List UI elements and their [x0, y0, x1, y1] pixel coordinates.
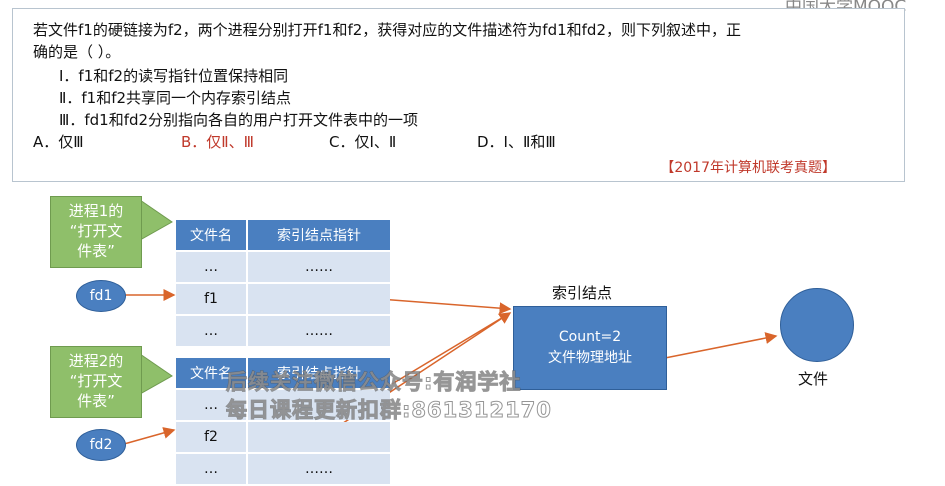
table-row: … …… [176, 252, 390, 282]
exam-source-tag: 【2017年计算机联考真题】 [660, 160, 836, 176]
table-cell: … [176, 390, 246, 420]
callout-2-line-3: 件表” [77, 392, 115, 410]
question-line-2: 确的是（ ）。 [33, 43, 121, 61]
table-row: f2 [176, 422, 390, 452]
process-1-open-file-table: 文件名 索引结点指针 … …… f1 … …… [174, 218, 392, 348]
process-1-callout: 进程1的 “打开文 件表” [50, 196, 142, 268]
table-row: … [176, 390, 390, 420]
choice-d: D．Ⅰ、Ⅱ和Ⅲ [477, 133, 556, 151]
callout-2-line-2: “打开文 [69, 372, 123, 390]
process-2-open-file-table: 文件名 索引结点指针 … f2 … …… [174, 356, 392, 486]
table-cell [248, 284, 390, 314]
table-cell: … [176, 252, 246, 282]
choice-c: C．仅Ⅰ、Ⅱ [329, 133, 397, 151]
arrow-table2-top-to-inode [391, 312, 511, 385]
callout-2-line-1: 进程2的 [68, 352, 124, 370]
choice-b: B．仅Ⅱ、Ⅲ [181, 133, 255, 151]
statement-2: Ⅱ．f1和f2共享同一个内存索引结点 [59, 89, 292, 107]
table-cell: …… [248, 252, 390, 282]
table-1-header-filename: 文件名 [176, 220, 246, 250]
callout-2-tail [139, 353, 173, 395]
inode-box: Count=2 文件物理地址 [513, 306, 667, 390]
table-cell: f2 [176, 422, 246, 452]
arrow-inode-to-file [664, 332, 778, 359]
callout-1-line-1: 进程1的 [68, 202, 124, 220]
table-row: … …… [176, 316, 390, 346]
choice-a: A．仅Ⅲ [33, 133, 84, 151]
process-2-callout: 进程2的 “打开文 件表” [50, 346, 142, 418]
table-cell: …… [248, 454, 390, 484]
callout-1-tail [139, 199, 173, 241]
watermark-line-1: 后续关注微信公众号:有润学社 [225, 370, 522, 395]
table-row: … …… [176, 454, 390, 484]
fd1-ellipse: fd1 [76, 280, 126, 312]
watermark-line-2: 每日课程更新扣群:861312170 [226, 398, 552, 423]
inode-title: 索引结点 [552, 284, 613, 302]
statement-1: Ⅰ．f1和f2的读写指针位置保持相同 [59, 67, 289, 85]
statement-3: Ⅲ．fd1和fd2分别指向各自的用户打开文件表中的一项 [59, 111, 419, 129]
table-row: f1 [176, 284, 390, 314]
fd2-ellipse: fd2 [76, 429, 126, 461]
table-1-header-inode-pointer: 索引结点指针 [248, 220, 390, 250]
table-2-header-inode-pointer: 索引结点指针 [248, 358, 390, 388]
question-line-1: 若文件f1的硬链接为f2，两个进程分别打开f1和f2，获得对应的文件描述符为fd… [33, 21, 741, 39]
table-cell: … [176, 454, 246, 484]
table-cell: f1 [176, 284, 246, 314]
table-2-header-filename: 文件名 [176, 358, 246, 388]
table-cell [248, 390, 390, 420]
callout-1-line-3: 件表” [77, 242, 115, 260]
file-circle [780, 288, 854, 362]
inode-physical-address: 文件物理地址 [548, 350, 632, 366]
question-box: 若文件f1的硬链接为f2，两个进程分别打开f1和f2，获得对应的文件描述符为fd… [12, 8, 905, 182]
arrow-fd2-to-f2 [123, 427, 176, 445]
callout-1-line-2: “打开文 [69, 222, 123, 240]
file-label: 文件 [798, 370, 829, 388]
table-cell [248, 422, 390, 452]
inode-count: Count=2 [558, 329, 622, 345]
table-cell: …… [248, 316, 390, 346]
table-cell: … [176, 316, 246, 346]
